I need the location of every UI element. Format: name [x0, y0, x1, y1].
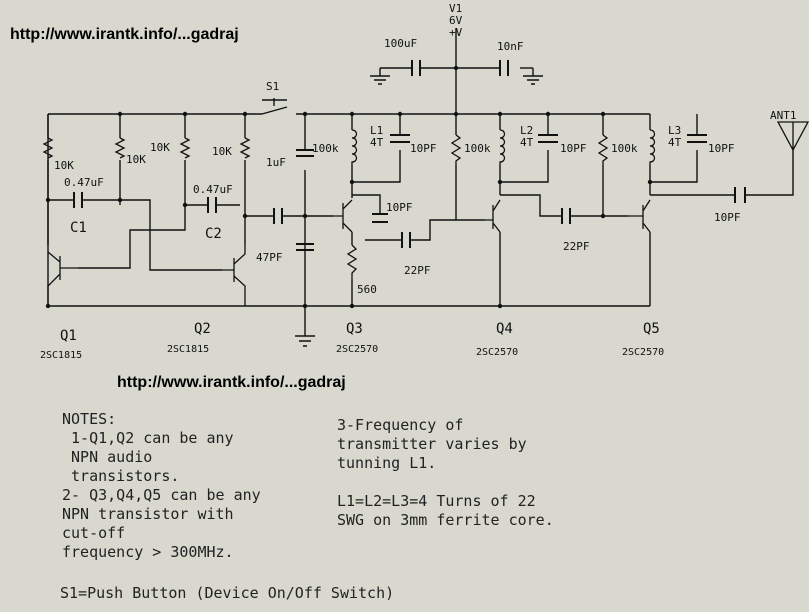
coil-l2-turns: 4T	[520, 136, 534, 149]
capacitors	[73, 60, 746, 251]
cap-100uf-label: 100uF	[384, 37, 417, 50]
antenna-label: ANT1	[770, 109, 797, 122]
resistor-r4-label: 10K	[212, 145, 232, 158]
wires	[47, 28, 794, 336]
coils	[351, 129, 656, 165]
notes-right: 3-Frequency of transmitter varies by tun…	[337, 416, 554, 529]
transistor-q4-name: Q4	[496, 321, 513, 337]
resistor-q4-label: 100k	[464, 142, 491, 155]
cap-q3be-label: 10PF	[386, 201, 413, 214]
junction-dots	[45, 65, 653, 309]
transistor-q3-part: 2SC2570	[336, 344, 378, 355]
transistor-q1-part: 2SC1815	[40, 350, 82, 361]
ground-symbols	[295, 75, 543, 347]
transistor-q2-name: Q2	[194, 321, 211, 337]
resistors	[42, 134, 609, 280]
resistor-r2-label: 10K	[126, 153, 146, 166]
cap-c2-value: 0.47uF	[193, 183, 233, 196]
cap-q4out-label: 22PF	[563, 240, 590, 253]
footer-note: S1=Push Button (Device On/Off Switch)	[60, 584, 395, 602]
power-plus: +V	[449, 26, 463, 39]
power-name: V1	[449, 2, 462, 15]
transistor-q1-name: Q1	[60, 328, 77, 344]
watermark-top: http://www.irantk.info/...gadraj	[10, 26, 239, 43]
transistor-q5-name: Q5	[643, 321, 660, 337]
power-voltage: 6V	[449, 14, 463, 27]
notes-left: NOTES: 1-Q1,Q2 can be any NPN audio tran…	[62, 410, 261, 561]
cap-10nf-label: 10nF	[497, 40, 524, 53]
resistor-r3-label: 10K	[150, 141, 170, 154]
transistor-q4-part: 2SC2570	[476, 347, 518, 358]
transistor-q5-part: 2SC2570	[622, 347, 664, 358]
cap-c1-value: 0.47uF	[64, 176, 104, 189]
cap-ant-label: 10PF	[714, 211, 741, 224]
coil-l3-label: L3	[668, 124, 681, 137]
coil-l1-label: L1	[370, 124, 383, 137]
cap-l2-label: 10PF	[560, 142, 587, 155]
resistor-r1-label: 10K	[54, 159, 74, 172]
antenna-icon	[776, 121, 809, 152]
cap-c2-label: C2	[205, 226, 222, 242]
cap-47pf-label: 47PF	[256, 251, 283, 264]
resistor-q3-label: 100k	[312, 142, 339, 155]
cap-1uf-label: 1uF	[266, 156, 286, 169]
transistor-symbols	[47, 199, 651, 306]
coil-l3-turns: 4T	[668, 136, 682, 149]
transistor-q3-name: Q3	[346, 321, 363, 337]
watermark-mid: http://www.irantk.info/...gadraj	[117, 374, 346, 391]
coil-l2-label: L2	[520, 124, 533, 137]
switch-label: S1	[266, 80, 279, 93]
resistor-q5-label: 100k	[611, 142, 638, 155]
coil-l1-turns: 4T	[370, 136, 384, 149]
cap-l1-label: 10PF	[410, 142, 437, 155]
cap-l3-label: 10PF	[708, 142, 735, 155]
cap-c1-label: C1	[70, 220, 87, 236]
cap-q3out-label: 22PF	[404, 264, 431, 277]
resistor-560-label: 560	[357, 283, 377, 296]
transistor-q2-part: 2SC1815	[167, 344, 209, 355]
